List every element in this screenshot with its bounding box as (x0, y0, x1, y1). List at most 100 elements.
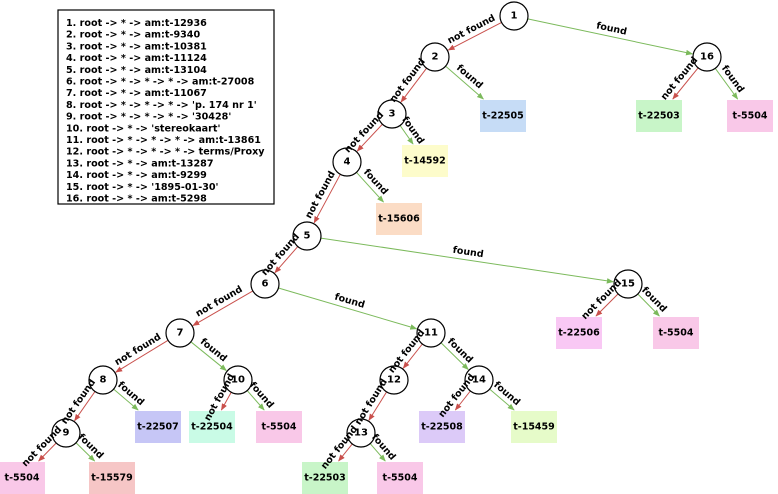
edge-label-2-to-3: not found (388, 56, 428, 104)
leaf-box (135, 411, 181, 443)
edge-16-to-L16n (672, 67, 699, 100)
leaf-box (636, 100, 682, 132)
node-number: 7 (177, 328, 184, 339)
edge-7-to-8 (115, 339, 169, 373)
edge-11-to-12 (402, 343, 423, 369)
leaf-label: t-22505 (482, 111, 524, 122)
edge-label-11-to-12: not found (386, 328, 427, 376)
node-circle (250, 269, 280, 299)
legend-line: 7. root -> * -> am:t-11067 (66, 88, 207, 99)
edge-label-6-to-7: not found (194, 284, 245, 320)
edge-10-to-L10n (220, 392, 232, 411)
leaf-box (556, 317, 602, 349)
edge-8-to-9 (74, 391, 96, 422)
node-circle (692, 42, 722, 72)
edge-label-1-to-2: not found (446, 13, 497, 47)
leaf-t-5504: t-5504 (653, 317, 699, 349)
leaf-box (376, 203, 422, 235)
leaf-t-15606: t-15606 (376, 203, 422, 235)
edge-10-to-L10f (246, 390, 265, 411)
leaf-t-22503: t-22503 (636, 100, 682, 132)
node-circle (420, 42, 450, 72)
edge-label-1-to-16: found (595, 20, 628, 37)
leaf-box (89, 462, 135, 494)
leaf-label: t-5504 (5, 473, 40, 484)
node-circle (332, 147, 362, 177)
legend-line: 9. root -> * -> * -> * -> '30428' (66, 112, 231, 123)
leaf-t-22504: t-22504 (189, 411, 235, 443)
node-number: 15 (621, 279, 635, 290)
leaf-label: t-5504 (262, 422, 297, 433)
edge-5-to-15 (320, 237, 614, 284)
node-number: 9 (63, 428, 70, 439)
leaf-label: t-15459 (513, 422, 555, 433)
edge-12-to-13 (368, 391, 388, 421)
leaf-box (727, 100, 773, 132)
edge-8-to-L8f (113, 388, 139, 411)
leaf-box (302, 462, 348, 494)
edge-13-to-L13n (338, 443, 353, 462)
leaf-box (653, 317, 699, 349)
edge-6-to-7 (192, 290, 254, 326)
leaf-t-22507: t-22507 (135, 411, 181, 443)
leaf-label: t-22508 (421, 422, 463, 433)
leaf-label: t-5504 (659, 328, 694, 339)
tree-node-5: 5 (292, 221, 322, 251)
legend-line: 12. root -> * -> * -> * -> terms/Proxy (66, 147, 265, 158)
legend-line: 4. root -> * -> am:t-11124 (66, 53, 207, 64)
edge-label-6-to-11: found (333, 292, 366, 311)
node-number: 5 (304, 231, 311, 242)
edge-6-to-11 (278, 287, 418, 330)
node-number: 2 (432, 52, 439, 63)
leaf-label: t-22506 (558, 328, 600, 339)
edge-5-to-6 (274, 246, 299, 274)
leaf-label: t-15579 (91, 473, 133, 484)
node-circle (88, 365, 118, 395)
edge-14-to-L14n (454, 390, 471, 411)
node-circle (292, 221, 322, 251)
node-number: 3 (389, 109, 396, 120)
node-circle (499, 1, 529, 31)
edge-label-8-to-9: not found (59, 377, 98, 426)
leaf-t-22505: t-22505 (480, 100, 526, 132)
leaf-label: t-22503 (304, 473, 346, 484)
edge-16-to-L16f (714, 68, 739, 100)
node-number: 10 (231, 375, 245, 386)
edge-9-to-L9f (75, 442, 96, 462)
node-circle (346, 418, 376, 448)
tree-node-10: 10 (223, 365, 253, 395)
legend-line: 14. root -> * -> am:t-9299 (66, 170, 207, 181)
tree-node-11: 11 (416, 318, 446, 348)
edge-4-to-5 (313, 174, 341, 224)
leaf-box (377, 462, 423, 494)
node-number: 16 (700, 52, 714, 63)
node-number: 4 (344, 157, 351, 168)
leaf-label: t-22507 (137, 422, 179, 433)
leaf-label: t-5504 (733, 111, 768, 122)
legend-line: 11. root -> * -> * -> * -> am:t-13861 (66, 135, 261, 146)
tree-node-6: 6 (250, 269, 280, 299)
leaf-t-5504: t-5504 (0, 462, 45, 494)
leaf-t-22508: t-22508 (419, 411, 465, 443)
edge-13-to-L13f (369, 443, 386, 462)
node-number: 1 (511, 11, 518, 22)
leaf-t-5504: t-5504 (727, 100, 773, 132)
edge-4-to-L4f (356, 172, 384, 203)
edge-2-to-L2f (445, 65, 484, 100)
tree-node-8: 8 (88, 365, 118, 395)
legend-box (57, 9, 275, 205)
edge-3-to-L3f (399, 125, 414, 145)
tree-node-2: 2 (420, 42, 450, 72)
leaf-label: t-14592 (404, 156, 446, 167)
leaf-box (0, 462, 45, 494)
leaf-box (480, 100, 526, 132)
legend-line: 10. root -> * -> 'stereokaart' (66, 123, 220, 134)
tree-node-3: 3 (377, 99, 407, 129)
edge-1-to-2 (447, 22, 502, 51)
node-circle (464, 365, 494, 395)
node-circle (613, 269, 643, 299)
tree-node-7: 7 (165, 318, 195, 348)
leaf-label: t-22503 (638, 111, 680, 122)
